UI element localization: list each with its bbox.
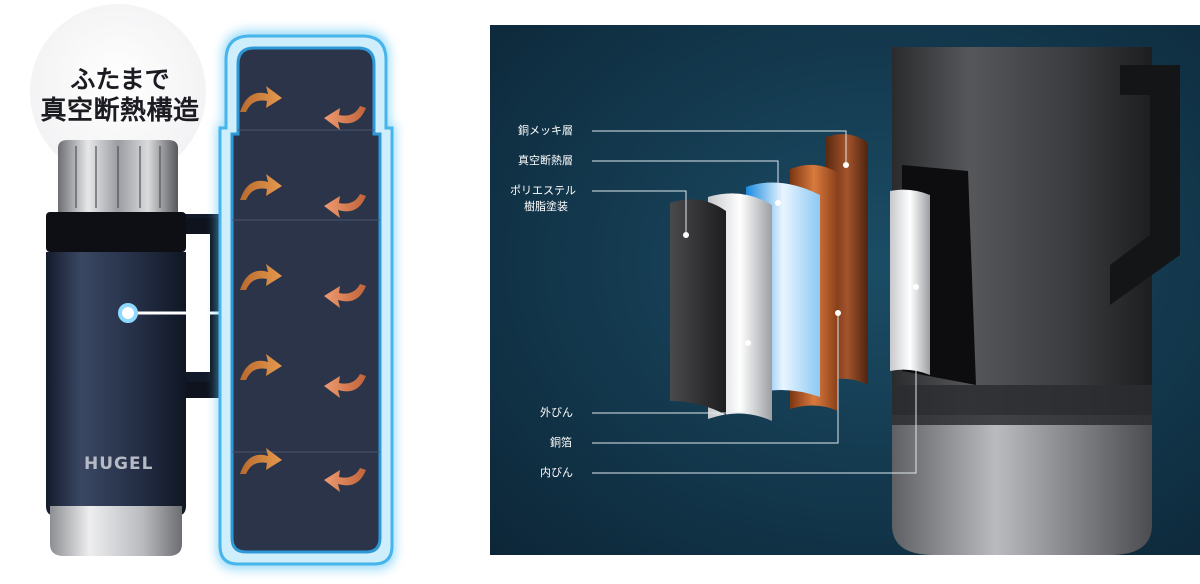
vacuum-cross-section bbox=[216, 30, 396, 570]
label-polyester-coating-line1: ポリエステル bbox=[510, 184, 576, 197]
layer-inner-bottle bbox=[890, 189, 930, 375]
layer-diagram bbox=[490, 25, 1200, 555]
thermos-cutaway bbox=[892, 47, 1180, 555]
layer-outer-bottle bbox=[670, 199, 726, 415]
layer-diagram-panel: 銅メッキ層 真空断熱層 ポリエステル 樹脂塗装 外びん 銅箔 内びん bbox=[490, 25, 1200, 555]
leader-lines bbox=[592, 130, 917, 474]
inner-chamber bbox=[230, 46, 382, 554]
headline-line-2: 真空断熱構造 bbox=[40, 96, 200, 126]
bottle-base bbox=[50, 506, 182, 556]
headline-line-1: ふたまで bbox=[70, 65, 170, 94]
label-copper-plating: 銅メッキ層 bbox=[518, 124, 573, 137]
thermos-graphic bbox=[30, 4, 396, 570]
brand-logo: HUGEL bbox=[84, 454, 154, 474]
cutaway-handle bbox=[1110, 65, 1180, 305]
bottle-handle bbox=[186, 218, 226, 398]
label-outer-bottle: 外びん bbox=[540, 406, 573, 419]
bottle-neck-band bbox=[46, 212, 186, 252]
label-copper-foil: 銅箔 bbox=[550, 436, 572, 449]
headline-bubble bbox=[30, 4, 206, 180]
bottle-body bbox=[46, 252, 186, 516]
label-vacuum-layer: 真空断熱層 bbox=[518, 154, 573, 167]
curved-arrow-icon bbox=[240, 86, 366, 492]
thermos-bottle bbox=[46, 140, 226, 556]
pointer-dot bbox=[118, 303, 138, 323]
label-polyester-coating-line2: 樹脂塗装 bbox=[524, 200, 568, 213]
thermos-illustration: ふたまで 真空断熱構造 HUGEL bbox=[0, 0, 480, 580]
leader-dots bbox=[683, 162, 919, 346]
cutaway-base bbox=[892, 415, 1152, 555]
label-inner-bottle: 内びん bbox=[540, 466, 573, 479]
